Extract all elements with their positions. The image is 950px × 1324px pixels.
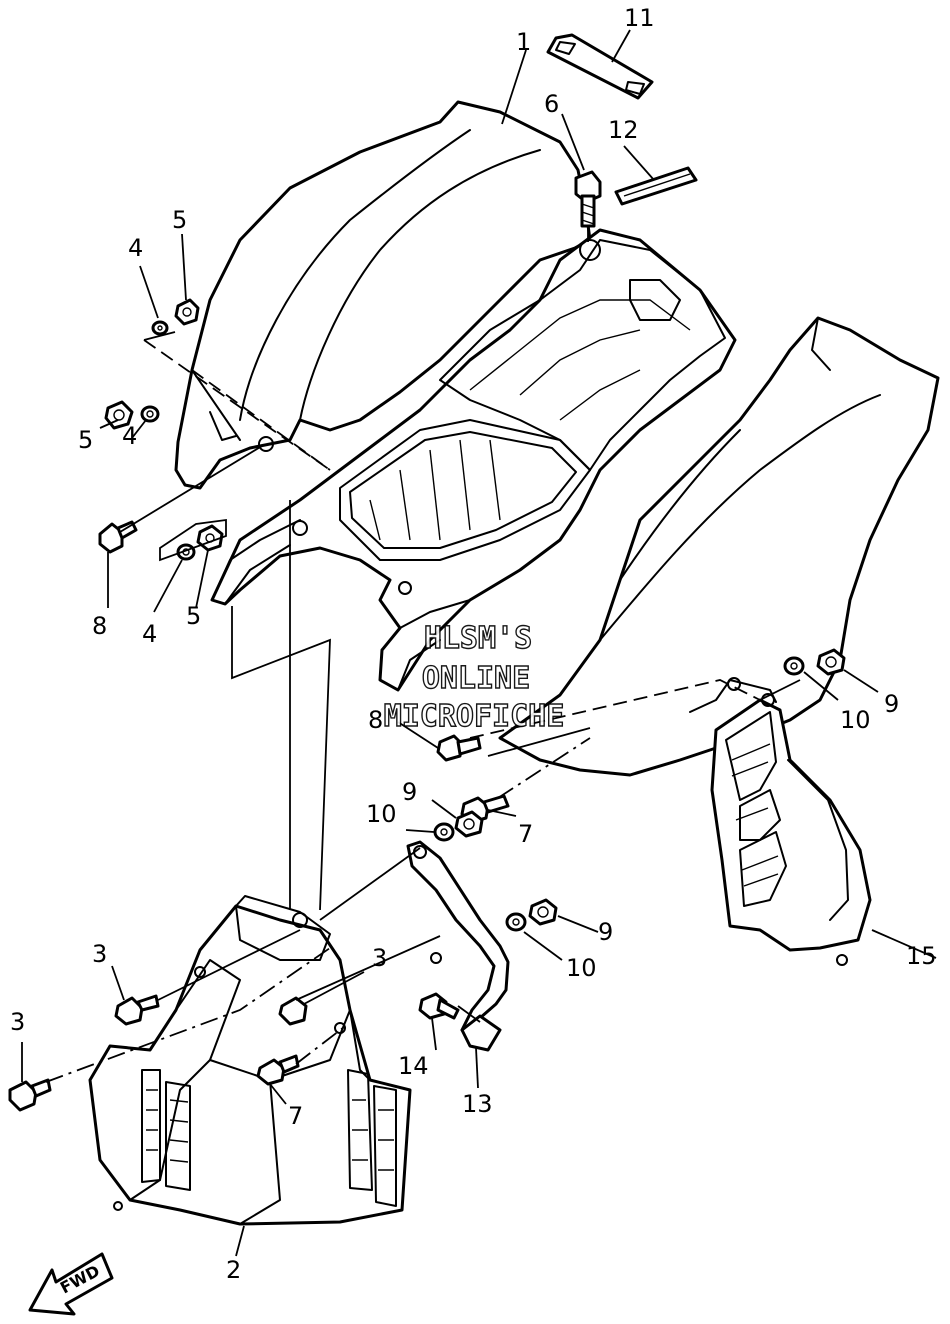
watermark-line1: HLSM'S [424,621,532,656]
callout-1: 1 [516,28,531,56]
callout-9b: 9 [402,778,417,806]
callout-4b: 4 [122,422,137,450]
part-6-bolt [574,170,602,242]
callout-10b: 10 [366,800,397,828]
watermark: HLSM'S ONLINE MICROFICHE [383,620,565,734]
callout-5b: 5 [78,426,93,454]
callout-10a: 10 [840,706,871,734]
watermark-line2: ONLINE [422,661,530,696]
callout-5a: 5 [172,206,187,234]
part-2-mud-flap [88,895,412,1226]
callout-7a: 7 [518,820,533,848]
part-12-label [614,166,698,206]
callout-3b: 3 [372,944,387,972]
callout-8b: 8 [368,706,383,734]
callout-5c: 5 [186,602,201,630]
callout-13: 13 [462,1090,493,1118]
callout-7b: 7 [288,1102,303,1130]
assembly-guides [45,331,801,1083]
part-1-rear-fender [174,100,940,777]
callout-9c: 9 [598,918,613,946]
callout-2: 2 [226,1256,241,1284]
callout-4a: 4 [128,234,143,262]
fasteners [8,298,846,1112]
callout-12: 12 [608,116,639,144]
callout-8a: 8 [92,612,107,640]
part-15-side-guard [689,677,872,966]
callout-14: 14 [398,1052,429,1080]
watermark-line3: MICROFICHE [384,699,565,734]
callout-4c: 4 [142,620,157,648]
callout-15: 15 [906,942,937,970]
callout-numbers: 1 2 3 3 3 4 4 4 5 5 5 6 7 7 8 8 9 9 9 10… [10,4,937,1284]
callout-11: 11 [624,4,655,32]
callout-3a: 3 [92,940,107,968]
callout-6: 6 [544,90,559,118]
part-13-bracket [406,840,510,1052]
callout-3c: 3 [10,1008,25,1036]
fwd-arrow-icon: FWD [28,1252,114,1316]
callout-9a: 9 [884,690,899,718]
leader-lines [21,29,937,1257]
callout-10c: 10 [566,954,597,982]
part-11-strap [546,33,654,100]
